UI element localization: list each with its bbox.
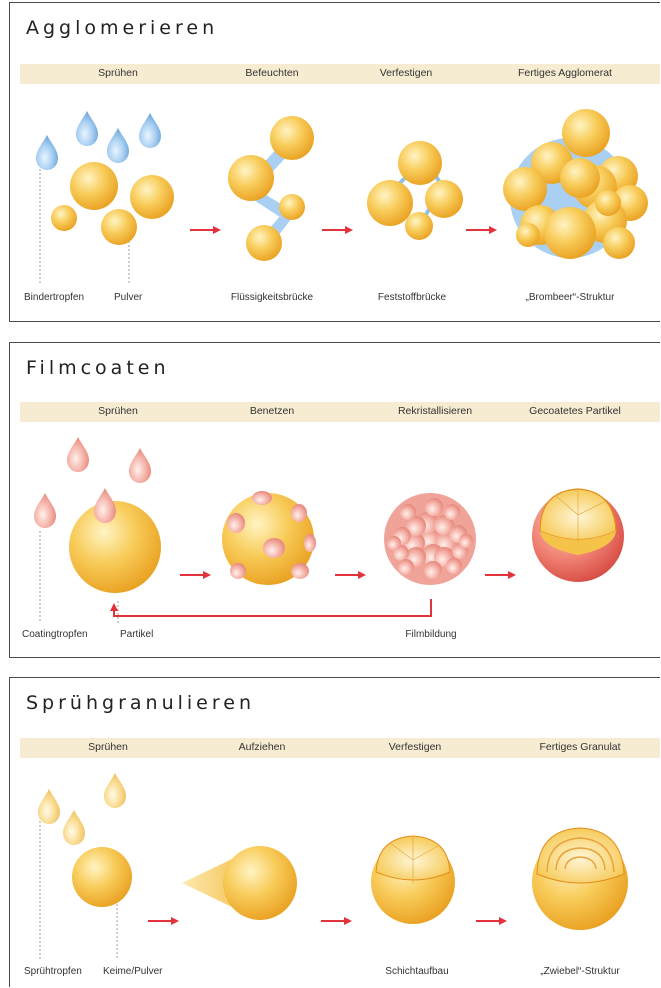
crystal-bump — [387, 536, 401, 550]
coating-drop — [94, 488, 116, 523]
seed-particle — [72, 847, 132, 907]
layered-particle-cutaway — [371, 836, 455, 924]
liquid-bridge-cluster — [228, 116, 314, 261]
crystal-bump — [424, 561, 442, 579]
blackberry-agglomerate — [503, 109, 648, 259]
caption-blackberry-structure: „Brombeer“-Struktur — [526, 292, 615, 303]
crystal-bump — [459, 534, 473, 548]
caption-seeds-powder: Keime/Pulver — [103, 966, 162, 977]
binder-drop — [107, 128, 129, 163]
spray-granulation-illustration — [10, 678, 661, 988]
wetted-particle — [222, 491, 316, 585]
coating-drop — [34, 493, 56, 528]
binder-drop — [36, 135, 58, 170]
caption-spray-drops: Sprühtropfen — [24, 966, 82, 977]
powder-particle — [101, 209, 137, 245]
caption-binder-drops: Bindertropfen — [24, 292, 84, 303]
spray-drop — [104, 773, 126, 808]
binder-drop — [139, 113, 161, 148]
caption-particle: Partikel — [120, 629, 153, 640]
film-formation-loop — [114, 599, 431, 616]
binder-drop — [76, 111, 98, 146]
caption-solid-bridge: Feststoffbrücke — [378, 292, 446, 303]
panel-agglomerieren: Agglomerieren Sprühen Befeuchten Verfest… — [9, 2, 660, 322]
filmcoating-illustration — [10, 343, 661, 659]
layering-particle — [182, 846, 297, 920]
powder-particle — [70, 162, 118, 210]
spray-drop — [63, 810, 85, 845]
caption-onion-structure: „Zwiebel“-Struktur — [540, 966, 619, 977]
crystal-bump — [444, 504, 460, 520]
crystal-bump — [400, 504, 416, 520]
recrystallized-particle — [384, 493, 476, 585]
coated-particle-cutaway — [532, 489, 624, 582]
solid-bridge-cluster — [367, 141, 463, 240]
powder-particle — [130, 175, 174, 219]
caption-layer-build: Schichtaufbau — [385, 966, 448, 977]
caption-coating-drops: Coatingtropfen — [22, 629, 88, 640]
coating-drop — [129, 448, 151, 483]
onion-structure-granule — [532, 828, 628, 930]
agglomeration-illustration — [10, 3, 661, 323]
crystal-bump — [398, 559, 414, 575]
caption-powder: Pulver — [114, 292, 142, 303]
panel-spruehgranulieren: Sprühgranulieren Sprühen Aufziehen Verfe… — [9, 677, 660, 987]
caption-liquid-bridge: Flüssigkeitsbrücke — [231, 292, 313, 303]
crystal-bump — [425, 498, 443, 516]
crystal-bump — [446, 558, 462, 574]
panel-filmcoaten: Filmcoaten Sprühen Benetzen Rekristallis… — [9, 342, 660, 658]
coating-drop — [67, 437, 89, 472]
powder-particle — [51, 205, 77, 231]
spray-drop — [38, 789, 60, 824]
caption-film-formation: Filmbildung — [405, 629, 456, 640]
